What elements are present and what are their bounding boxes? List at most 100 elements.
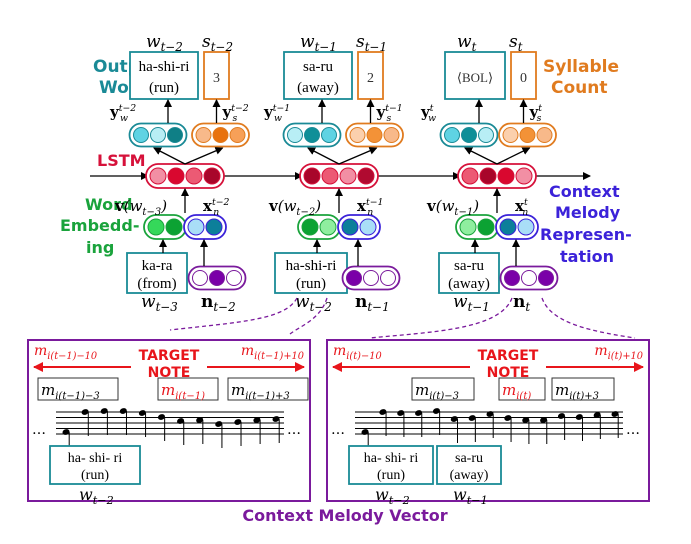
timestep-2-input-word-gloss: (away) <box>448 276 490 292</box>
melody-panel-0-ellipsis-left: … <box>32 422 46 438</box>
timestep-0-v-label: v(wt−3) <box>114 197 167 218</box>
timestep-0-w-out-label: wt−2 <box>146 32 183 54</box>
timestep-0-n-vector-node <box>209 270 225 286</box>
timestep-0-yw-vector-node <box>167 127 183 143</box>
timestep-1-syllable-count: 2 <box>367 71 374 86</box>
melody-panel-0-target-label-2: NOTE <box>148 365 191 381</box>
timestep-0-input-word: ka-ra <box>142 258 173 274</box>
word-embedding-label-3: ing <box>86 238 114 257</box>
timestep-1-lstm-to-yw <box>307 147 340 165</box>
timestep-1-ys-vector-node <box>383 127 400 143</box>
syllable-count-label-2: Count <box>551 78 608 98</box>
timestep-1-melody-embedding-node <box>341 218 359 236</box>
melody-panel-1-callout-plus3-text: mi(t)+3 <box>555 381 599 402</box>
melody-panel-0-lyric-box-0 <box>49 445 141 485</box>
timestep-2-yw-vector-node <box>478 127 494 143</box>
melody-panel-0-right-range: mi(t−1)+10 <box>241 343 304 362</box>
timestep-0-ys-vector-node <box>212 127 229 143</box>
melody-panel-0-callout-target-text: mi(t−1) <box>161 381 205 402</box>
timestep-0-ys-vector-node <box>229 127 246 143</box>
melody-panel-1-callout-target-text: mi(t) <box>502 381 531 402</box>
timestep-2-input-word-box <box>438 252 500 294</box>
timestep-1-v-label: v(wt−2) <box>268 197 321 218</box>
timestep-1-input-word-box <box>274 252 348 294</box>
melody-panel-1-callout-minus3-text: mi(t)−3 <box>415 381 459 402</box>
lstm-label: LSTM <box>97 151 146 170</box>
melody-note <box>253 417 261 423</box>
timestep-0-melody-embedding <box>183 214 227 240</box>
timestep-2-lstm-cell <box>457 163 537 189</box>
melody-panel-0-callout-minus3-text: mi(t−1)−3 <box>41 381 100 402</box>
melody-panel-0-callout-minus3 <box>37 377 119 401</box>
melody-note <box>157 414 165 420</box>
timestep-2-n-vector-node <box>521 270 537 286</box>
melody-note <box>450 416 458 422</box>
timestep-0-word-embedding <box>143 214 187 240</box>
timestep-0-output-word-gloss: (run) <box>149 80 179 96</box>
melody-panel-1-lyric-box-0 <box>348 445 434 485</box>
timestep-1-word-embedding-node <box>319 218 337 236</box>
melody-note <box>177 418 185 424</box>
timestep-2-syllable-box <box>510 51 537 100</box>
timestep-1-lstm-cell <box>299 163 379 189</box>
timestep-2-v-label: v(wt−1) <box>426 197 479 218</box>
syllable-count-label: Syllable <box>543 57 619 77</box>
timestep-1-input-word: ha-shi-ri <box>286 258 337 274</box>
timestep-2-melody-embedding-node <box>517 218 535 236</box>
timestep-2-ys-vector-node <box>502 127 519 143</box>
timestep-0-in-w-label: wt−3 <box>141 292 178 314</box>
timestep-2-ys-vector <box>498 122 557 148</box>
context-melody-rep-label-4: tation <box>560 247 614 266</box>
timestep-2-n-label: nt <box>513 292 530 314</box>
timestep-2-ys-vector-node <box>519 127 536 143</box>
timestep-2-lstm-cell-node <box>461 167 479 185</box>
melody-panel-0-callout-target <box>157 377 219 401</box>
melody-panel-0-callout-plus3-text: mi(t−1)+3 <box>231 381 290 402</box>
timestep-1-melody-embedding <box>337 214 381 240</box>
timestep-2-input-word: sa-ru <box>454 258 484 274</box>
melody-panel-1-lyric-gloss-1: (away) <box>450 468 489 483</box>
timestep-1-n-label: nt−1 <box>355 292 390 314</box>
context-melody-vector-label: Context Melody Vector <box>242 506 447 525</box>
word-embedding-label: Word <box>85 195 132 214</box>
timestep-0-lstm-cell-node <box>149 167 167 185</box>
timestep-0-output-word: ha-shi-ri <box>139 59 190 75</box>
timestep-2-lstm-to-yw <box>464 147 498 165</box>
dashed-link-n-t-1-left <box>169 297 298 331</box>
melody-note <box>557 413 565 419</box>
melody-note <box>540 417 548 423</box>
timestep-1-yw-vector-node <box>304 127 320 143</box>
melody-note <box>272 416 280 422</box>
timestep-1-in-w-label: wt−2 <box>295 292 332 314</box>
melody-panel-1-lyric-0: ha- shi- ri <box>364 451 419 466</box>
timestep-0-yw-vector-node <box>133 127 149 143</box>
melody-panel-1-lyric-w-1: wt−1 <box>453 485 488 507</box>
melody-note <box>361 429 369 435</box>
timestep-2-yw-vector-node <box>461 127 477 143</box>
melody-note <box>504 415 512 421</box>
timestep-0-lstm-cell-node <box>185 167 203 185</box>
melody-note <box>397 410 405 416</box>
melody-note <box>379 409 387 415</box>
melody-panel-0-ellipsis-right: … <box>287 422 301 438</box>
timestep-2-lstm-cell-node <box>497 167 515 185</box>
timestep-1-s-out-label: st−1 <box>356 32 387 54</box>
dashed-link-n-t-1-right <box>289 297 328 335</box>
melody-note <box>100 408 108 414</box>
timestep-2-melody-embedding <box>495 214 539 240</box>
dashed-link-n-t-left <box>369 297 513 339</box>
timestep-0-syllable-count: 3 <box>213 71 220 86</box>
melody-panel-1-lyric-w-0: wt−2 <box>375 485 410 507</box>
melody-note <box>415 410 423 416</box>
timestep-1-word-embedding <box>297 214 341 240</box>
timestep-1-word-embedding-node <box>301 218 319 236</box>
timestep-2-lstm-cell-node <box>515 167 533 185</box>
melody-panel-0-lyric-0: ha- shi- ri <box>68 451 123 466</box>
